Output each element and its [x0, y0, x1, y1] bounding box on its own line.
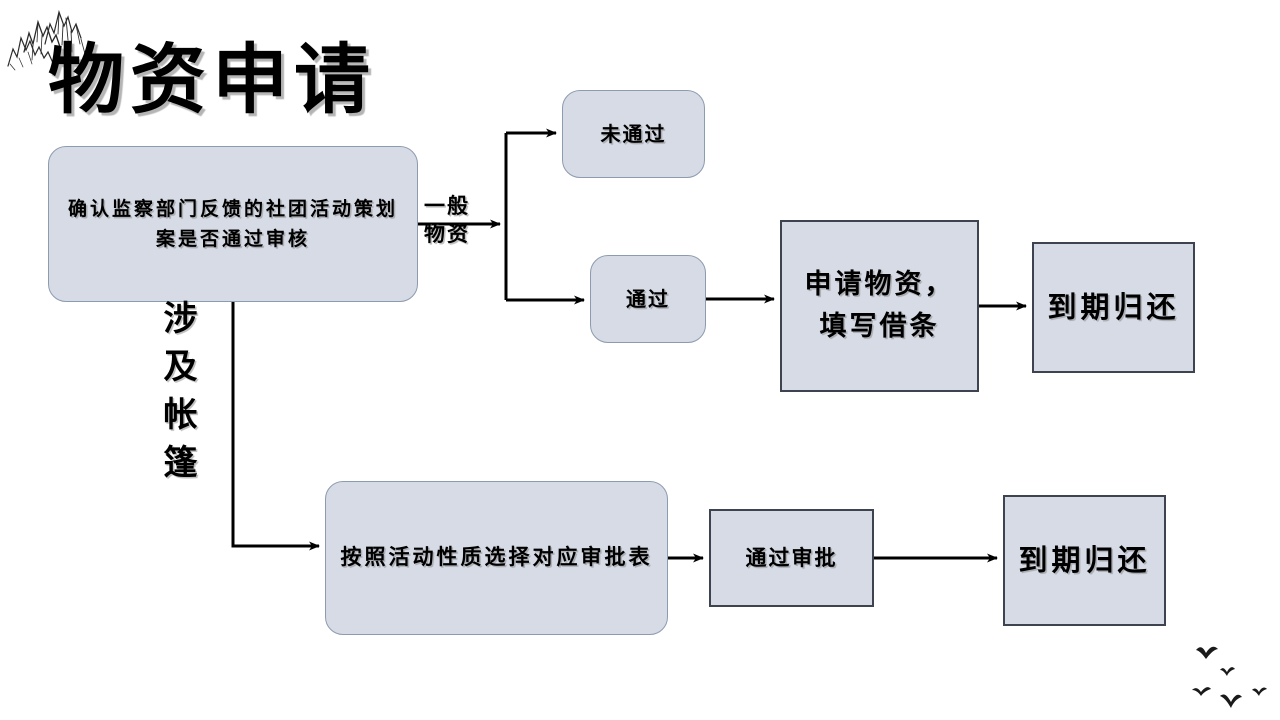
flying-birds-sketch [1192, 646, 1267, 708]
node-passed[interactable]: 通过 [590, 255, 706, 343]
node-return-on-due-upper[interactable]: 到期归还 [1032, 242, 1195, 373]
node-rejected-label: 未通过 [600, 121, 667, 146]
node-apply-supplies[interactable]: 申请物资，填写借条 [780, 220, 979, 392]
node-passed-label: 通过 [626, 286, 670, 311]
edge-confirm-to-selectform [231, 302, 320, 551]
node-return-on-due-lower[interactable]: 到期归还 [1003, 495, 1166, 626]
node-select-approval-form[interactable]: 按照活动性质选择对应审批表 [325, 481, 668, 635]
node-select-approval-form-label: 按照活动性质选择对应审批表 [340, 545, 653, 570]
node-rejected[interactable]: 未通过 [562, 90, 705, 178]
node-confirm-review[interactable]: 确认监察部门反馈的社团活动策划案是否通过审核 [48, 146, 418, 302]
node-confirm-review-label: 确认监察部门反馈的社团活动策划案是否通过审核 [67, 197, 398, 250]
page-title: 物资申请 [48, 35, 376, 124]
node-approval-passed[interactable]: 通过审批 [709, 509, 874, 607]
edge-label-tent-involved: 涉及帐篷 [157, 300, 197, 492]
node-apply-supplies-label: 申请物资，填写借条 [804, 269, 955, 342]
edge-label-general-supplies: 一般 物资 [424, 194, 470, 247]
node-approval-passed-label: 通过审批 [745, 545, 838, 570]
node-return-on-due-lower-label: 到期归还 [1018, 542, 1151, 577]
node-return-on-due-upper-label: 到期归还 [1047, 289, 1180, 324]
